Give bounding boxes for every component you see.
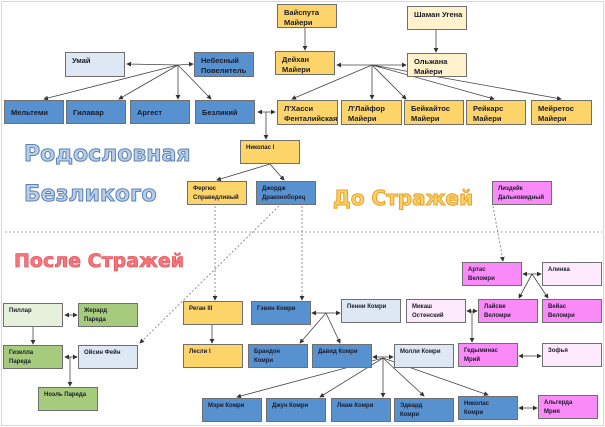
node-lhassi[interactable]: Л'Хасси Фенталийская (277, 100, 338, 125)
node-gizella[interactable]: Гизелла Пареда (3, 345, 63, 369)
node-noel[interactable]: Ноэль Пареда (38, 387, 98, 411)
node-mikash[interactable]: Микаш Остенский (406, 299, 466, 323)
node-pillar[interactable]: Пиллар (3, 303, 63, 327)
node-faceless[interactable]: Безликий (195, 100, 255, 124)
node-zofia[interactable]: Зофья (542, 343, 602, 367)
node-nikolas-komri[interactable]: Николас Комри (458, 396, 518, 420)
title-genealogy-line2: Безликого (24, 182, 158, 208)
node-penni[interactable]: Пенни Комри (341, 299, 401, 323)
node-veias[interactable]: Вейас Веломри (542, 299, 602, 323)
node-alinka[interactable]: Алинка (542, 262, 602, 286)
node-brandon[interactable]: Брандон Комри (248, 344, 308, 368)
node-regan-3[interactable]: Реган III (183, 301, 243, 325)
node-meltemi[interactable]: Мельтеми (4, 100, 64, 124)
title-genealogy-line1: Родословная (23, 142, 191, 168)
node-argest[interactable]: Аргест (130, 100, 190, 124)
node-shaman[interactable]: Шаман Угена (407, 6, 467, 30)
label-after-guards: После Стражей (14, 250, 185, 273)
node-reikars[interactable]: Рейкарс Майери (466, 100, 526, 125)
node-laisve[interactable]: Лайсве Веломри (478, 299, 538, 323)
node-llaifor[interactable]: Л'Лайфор Майери (341, 100, 402, 125)
node-george[interactable]: Джордж Драконоборец (256, 181, 316, 205)
node-molli[interactable]: Молли Комри (394, 344, 454, 368)
node-lesli-1[interactable]: Лесли I (183, 344, 243, 368)
node-lizdeik[interactable]: Лиздейк Дальновидный (492, 181, 552, 205)
node-david[interactable]: Давид Комри (312, 344, 372, 368)
node-edvard[interactable]: Эдвард Комри (394, 398, 454, 422)
node-oisin[interactable]: Ойсин Фейн (78, 345, 138, 369)
node-deikhan[interactable]: Дейхан Майери (275, 51, 335, 75)
node-fergus[interactable]: Фергюс Справедливый (187, 181, 247, 205)
node-algerda[interactable]: Альгерда Мрия (538, 395, 598, 419)
node-gerard[interactable]: Жерард Пареда (78, 303, 138, 327)
node-olzhana[interactable]: Ольжана Майери (407, 53, 467, 77)
node-beikaitos[interactable]: Бейкайтос Майери (404, 100, 464, 125)
node-meiretos[interactable]: Мейретос Майери (531, 100, 592, 125)
node-vaisputa[interactable]: Вайспута Майери (277, 4, 337, 28)
node-gediminas[interactable]: Гедыминас Мрий (458, 343, 518, 367)
node-liam[interactable]: Лиам Комри (331, 398, 391, 422)
node-umai[interactable]: Умай (65, 52, 125, 77)
node-meri[interactable]: Мэри Комри (202, 398, 262, 422)
node-gavin[interactable]: Гэвин Комри (251, 301, 311, 325)
label-before-guards: До Стражей (332, 186, 474, 211)
node-nikolas-1[interactable]: Николас I (240, 140, 300, 164)
node-gilavar[interactable]: Гилавар (66, 100, 126, 124)
node-djun[interactable]: Джун Комри (266, 398, 326, 422)
node-sky-lord[interactable]: Небесный Повелитель (194, 52, 254, 77)
node-artas[interactable]: Артас Веломри (462, 262, 522, 286)
